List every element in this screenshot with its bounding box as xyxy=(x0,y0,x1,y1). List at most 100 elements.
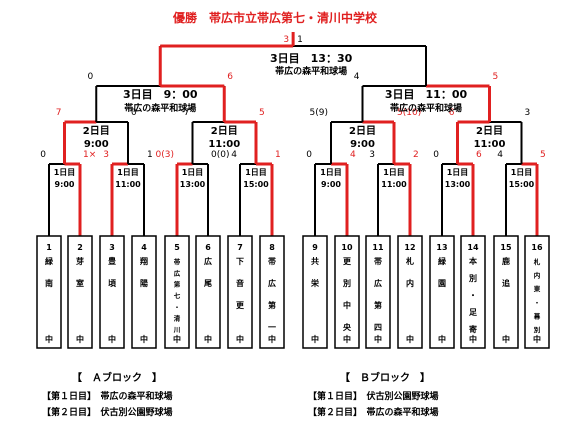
team-boxes: 1緑南中2芽室中3豊頃中4翔陽中5帯広第七・清川中6広尾中7下音更中8帯広第一中… xyxy=(36,235,550,349)
team-box-frame xyxy=(131,235,157,349)
team-name-char: 芽 xyxy=(76,256,84,266)
r1-score-left: 0(3) xyxy=(156,150,174,160)
block-b-day2: 【第２日目】 帯広の森平和球場 xyxy=(308,406,439,418)
r1-time-label: 11:00 xyxy=(115,180,141,189)
r1-time-label: 15:00 xyxy=(243,180,269,189)
sf-venue-label: 帯広の森平和球場 xyxy=(390,102,462,114)
team-name-char: 室 xyxy=(76,278,84,288)
qf-score-right: 3 xyxy=(525,108,531,118)
team-name-char: 足 xyxy=(469,308,478,317)
team-name-char: 寄 xyxy=(469,324,477,334)
r1-time-label: 9:00 xyxy=(321,180,341,189)
team-number: 2 xyxy=(77,243,83,252)
qf-time-label: 11:00 xyxy=(208,139,240,150)
team-name-last-char: 中 xyxy=(406,334,414,344)
team-name-char: 札 xyxy=(405,256,414,266)
team-name-char: 音 xyxy=(236,278,244,288)
team-box-frame xyxy=(99,235,125,349)
r1-day-label: 1日目 xyxy=(117,168,139,177)
team-name-char: 共 xyxy=(311,256,319,266)
team-name-char: ・ xyxy=(469,291,477,300)
sf-score-left: 4 xyxy=(354,72,360,82)
team-name-char: 央 xyxy=(343,322,352,332)
team-name-char: 豊 xyxy=(108,256,116,266)
team-name-char: 別 xyxy=(468,274,477,283)
team-name-char: 清 xyxy=(174,314,181,323)
team-number: 16 xyxy=(531,243,543,252)
team-number: 3 xyxy=(109,243,115,252)
r1-day-label: 1日目 xyxy=(447,168,469,177)
team-number: 15 xyxy=(500,243,512,252)
team-name-char: 幕 xyxy=(533,311,541,320)
team-name-char: 別 xyxy=(342,279,351,288)
team-box-frame xyxy=(302,235,328,349)
team-name-char: 帯 xyxy=(174,257,181,266)
team-number: 1 xyxy=(46,243,52,252)
final-score-left: 3 xyxy=(283,35,289,45)
team-box-frame xyxy=(227,235,253,349)
team-name-char: 川 xyxy=(173,326,181,334)
team-number: 7 xyxy=(237,243,243,252)
team-name-char: 翔 xyxy=(139,256,148,266)
team-name-char: 第 xyxy=(374,300,382,310)
team-name-char: 四 xyxy=(374,323,382,332)
r1-score-right: 2 xyxy=(413,150,419,160)
r1-score-left: 4 xyxy=(231,150,237,160)
team-number: 8 xyxy=(269,243,275,252)
team-name-char: 東 xyxy=(534,284,541,293)
qf-score-right: 5(10) xyxy=(397,108,421,118)
qf-day-label: 2日目 xyxy=(349,125,376,137)
r1-day-label: 1日目 xyxy=(182,168,204,177)
team-name-char: 南 xyxy=(45,278,53,288)
team-name-char: 別 xyxy=(533,325,541,334)
team-box-frame xyxy=(259,235,285,349)
team-name-last-char: 中 xyxy=(108,334,116,344)
qf-day-label: 2日目 xyxy=(476,125,503,137)
team-number: 13 xyxy=(436,243,447,252)
r1-score-left: 0 xyxy=(306,150,312,160)
team-number: 6 xyxy=(205,243,211,252)
team-name-last-char: 中 xyxy=(343,334,351,344)
team-name-char: 陽 xyxy=(140,278,148,288)
team-name-char: 更 xyxy=(343,256,352,266)
final-venue-label: 帯広の森平和球場 xyxy=(275,65,347,77)
r1-score-right: 1× xyxy=(83,150,96,160)
team-name-char: 広 xyxy=(268,278,276,288)
sf-day-label: 3日目 9：00 xyxy=(123,88,198,101)
team-name-last-char: 中 xyxy=(311,334,319,344)
team-name-char: 園 xyxy=(438,279,446,288)
block-b-name: 【 Ｂブロック 】 xyxy=(340,371,430,384)
team-number: 12 xyxy=(404,243,415,252)
block-a-day2: 【第２日目】 伏古別公園野球場 xyxy=(42,406,173,418)
block-b-day1: 【第１日目】 伏古別公園野球場 xyxy=(308,390,439,402)
team-name-last-char: 中 xyxy=(173,334,181,344)
team-name-last-char: 中 xyxy=(236,334,244,344)
r1-score-right: 0(0) xyxy=(211,150,229,160)
team-box-frame xyxy=(334,235,360,349)
team-box-frame xyxy=(195,235,221,349)
r1-time-label: 13:00 xyxy=(445,180,471,189)
team-name-char: 広 xyxy=(174,268,181,277)
team-box-frame xyxy=(460,235,486,349)
r1-score-right: 4 xyxy=(350,150,356,160)
team-box-frame xyxy=(36,235,62,349)
team-box-frame xyxy=(67,235,93,349)
block-a-day1: 【第１日目】 帯広の森平和球場 xyxy=(42,390,173,402)
sf-score-left: 0 xyxy=(88,72,94,82)
team-name-char: 下 xyxy=(236,257,244,266)
r1-time-label: 11:00 xyxy=(381,180,407,189)
team-box-frame xyxy=(524,235,550,349)
team-name-char: 広 xyxy=(374,278,382,288)
qf-day-label: 2日目 xyxy=(83,125,110,137)
team-name-char: 一 xyxy=(268,323,276,332)
sf-venue-label: 帯広の森平和球場 xyxy=(124,102,196,114)
team-name-last-char: 中 xyxy=(502,334,510,344)
